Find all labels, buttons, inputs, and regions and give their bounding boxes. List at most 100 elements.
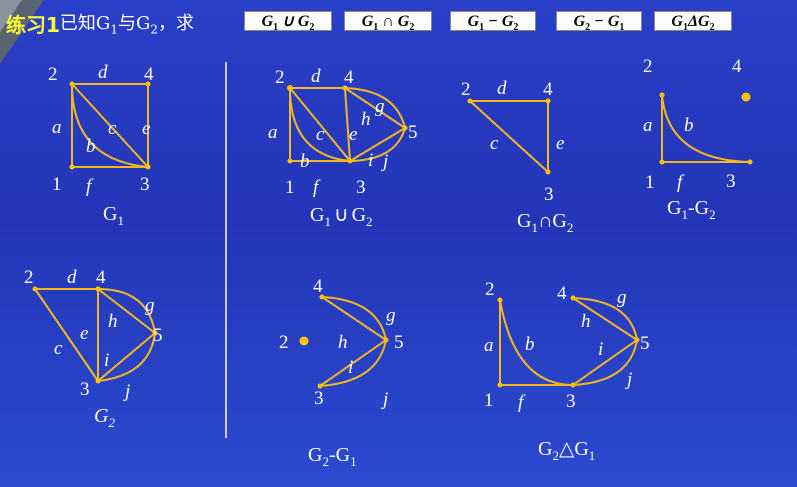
graph-g1-union-g2: 2 4 1 3 5 d a c b e h g i j f G1∪G2 [268,66,418,229]
vertex-label-4: 4 [313,276,323,297]
edge-b [71,83,149,168]
edge-label-h: h [108,311,118,332]
edge-label-b: b [300,151,310,172]
edge-j [319,339,387,387]
vertex-label-4: 4 [557,283,567,304]
vertex-label-4: 4 [732,56,742,77]
edge-label-c: c [490,133,499,154]
edge-label-f: f [86,176,94,197]
caption-g2-minus-g1: G2-G1 [308,444,357,469]
formula-g1-minus-g2: G1 − G2 [450,11,536,33]
vertex-2 [497,297,503,303]
vertex-4 [145,81,151,87]
edge-label-j: j [380,151,388,172]
edge-h [321,296,387,341]
edge-label-g: g [145,295,155,316]
exercise-title: 练习1 已知G1与G2，求 [6,8,194,38]
edge-label-g: g [386,305,396,326]
vertex-5 [634,337,640,343]
formula-intersection: G1 ∩ G2 [344,11,432,33]
edge-i [349,127,406,162]
vertex-label-5: 5 [153,325,163,346]
vertex-label-4: 4 [96,267,106,288]
edge-j [349,127,406,162]
edge-g [344,87,406,129]
vertex-3 [570,382,576,388]
vertex-label-3: 3 [726,171,736,192]
edge-j [572,339,638,386]
edge-i [319,339,387,387]
vertex-label-4: 4 [543,79,553,100]
edge-c [71,83,149,168]
graph-g2-minus-g1: 4 2 5 3 g h i j G2-G1 [279,276,404,469]
edge-b [499,299,574,386]
edge-label-j: j [380,389,388,410]
vertex-label-5: 5 [408,122,418,143]
edge-c [469,100,549,173]
edge-label-a: a [52,117,62,138]
vertex-1 [659,159,665,165]
vertex-1 [287,158,293,164]
edge-c [34,288,99,382]
vertex-3 [145,164,151,170]
edge-label-e: e [80,323,88,344]
edge-j [97,332,156,382]
vertex-3 [347,158,353,164]
caption-g2: G2 [94,405,115,430]
caption-g1-union-g2: G1∪G2 [310,204,373,229]
vertex-label-2: 2 [643,56,653,77]
edge-g [321,296,387,341]
vertex-label-1: 1 [645,172,655,193]
edge-h [97,288,156,334]
vertex-label-1: 1 [285,177,295,198]
edge-e [344,87,351,162]
vertex-label-2: 2 [461,79,471,100]
edge-g [572,297,638,341]
vertex-label-2: 2 [279,332,289,353]
vertex-5 [402,125,408,131]
vertex-label-3: 3 [140,174,150,195]
vertex-3 [95,378,101,384]
vertex-label-5: 5 [394,332,404,353]
edge-h [572,297,638,341]
vertex-label-2: 2 [275,67,285,88]
vertex-3 [317,383,323,389]
vertex-label-2: 2 [485,279,495,300]
edge-label-f: f [518,392,526,413]
graph-g1-intersect-g2: 2 4 3 d c e G1∩G2 [461,78,573,235]
edge-label-c: c [316,124,325,145]
title-text: 已知G1与G2，求 [59,13,194,37]
vertex-label-1: 1 [52,174,62,195]
vertex-2 [69,81,75,87]
edge-label-j: j [122,381,130,402]
vertex-4 [741,92,751,102]
edge-label-h: h [361,109,371,130]
caption-g1-intersect-g2: G1∩G2 [517,210,573,235]
vertex-3 [545,169,551,175]
vertex-label-2: 2 [24,267,34,288]
vertex-label-4: 4 [144,64,154,85]
vertex-label-5: 5 [640,333,650,354]
vertex-4 [95,286,101,292]
vertex-3 [747,159,753,165]
vertex-label-2: 2 [48,64,58,85]
edge-label-c: c [108,118,117,139]
edge-label-e: e [142,118,150,139]
edge-label-i: i [104,350,109,371]
caption-g1: G1 [103,203,124,228]
vertex-1 [69,164,75,170]
edge-label-c: c [54,338,63,359]
vertex-label-3: 3 [356,177,366,198]
edge-label-d: d [67,267,77,288]
corner-decoration [0,0,44,64]
edge-label-a: a [643,115,653,136]
vertex-2 [287,85,293,91]
edge-label-f: f [313,177,321,198]
edge-c [289,87,351,162]
edge-label-e: e [556,133,564,154]
vertex-label-1: 1 [484,390,494,411]
vertex-label-3: 3 [566,391,576,412]
edge-label-a: a [268,122,278,143]
edge-label-i: i [348,357,353,378]
vertex-4 [319,294,325,300]
